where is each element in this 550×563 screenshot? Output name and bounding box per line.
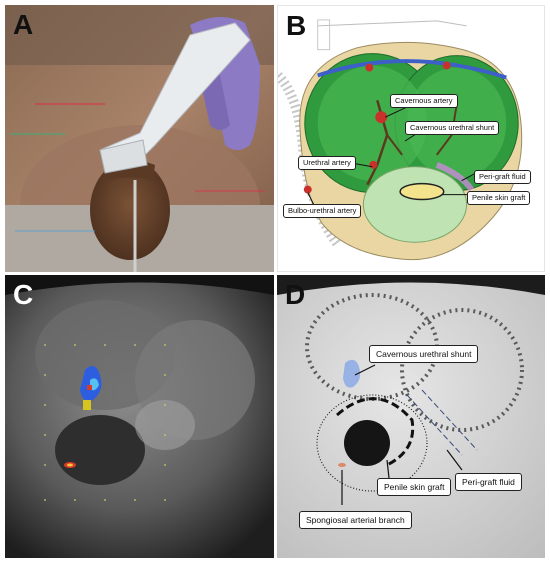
label-peri-graft-fluid: Peri-graft fluid bbox=[474, 170, 531, 184]
panel-c-letter: C bbox=[13, 279, 33, 310]
panel-b-letter: B bbox=[286, 10, 306, 41]
panel-c-ultrasound: C bbox=[5, 275, 274, 558]
probe-photo-illustration bbox=[5, 5, 274, 272]
label-penile-skin-graft: Penile skin graft bbox=[467, 191, 531, 205]
label-urethral-artery: Urethral artery bbox=[298, 156, 356, 170]
panel-d-letter: D bbox=[285, 279, 305, 310]
label-bulbo-urethral-artery: Bulbo-urethral artery bbox=[283, 204, 362, 218]
label-d-peri-graft-fluid: Peri-graft fluid bbox=[455, 473, 522, 491]
panel-b-diagram: B Cavernous artery Cavernous urethral sh… bbox=[277, 5, 545, 272]
label-d-penile-skin-graft: Penile skin graft bbox=[377, 478, 452, 496]
label-cavernous-artery: Cavernous artery bbox=[390, 94, 458, 108]
label-d-cavernous-urethral-shunt: Cavernous urethral shunt bbox=[369, 345, 479, 363]
panel-d-annotated-ultrasound: D Cavernous urethral shunt Penile skin g… bbox=[277, 275, 545, 558]
panel-a-letter: A bbox=[13, 9, 33, 40]
cross-section-diagram bbox=[278, 19, 523, 261]
label-cavernous-urethral-shunt: Cavernous urethral shunt bbox=[405, 121, 500, 135]
panel-a-photo: A bbox=[5, 5, 274, 272]
label-d-spongiosal-arterial-branch: Spongiosal arterial branch bbox=[299, 511, 412, 529]
doppler-ultrasound-image bbox=[5, 275, 274, 558]
